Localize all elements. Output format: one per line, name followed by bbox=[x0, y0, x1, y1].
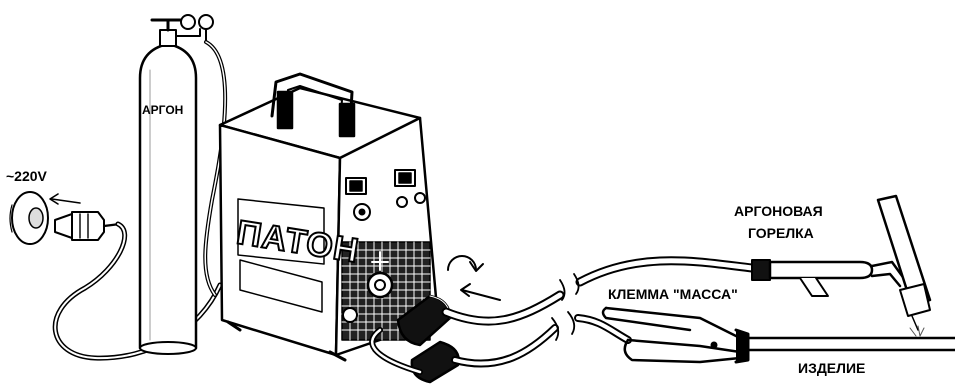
rotate-arrow-icon bbox=[448, 256, 483, 271]
insert-arrow-icon bbox=[461, 284, 500, 300]
workpiece bbox=[740, 335, 955, 353]
wall-socket-icon bbox=[10, 192, 48, 244]
argon-cylinder bbox=[140, 15, 213, 354]
mains-voltage-label: ~220V bbox=[6, 168, 47, 184]
torch-label-line2: ГОРЕЛКА bbox=[748, 225, 814, 241]
workpiece-label: ИЗДЕЛИЕ bbox=[798, 360, 865, 376]
power-plug-icon bbox=[55, 212, 120, 240]
clamp-label: КЛЕММА "МАССА" bbox=[608, 286, 738, 302]
torch-label-line1: АРГОНОВАЯ bbox=[734, 203, 823, 219]
gas-label: АРГОН bbox=[142, 103, 183, 117]
